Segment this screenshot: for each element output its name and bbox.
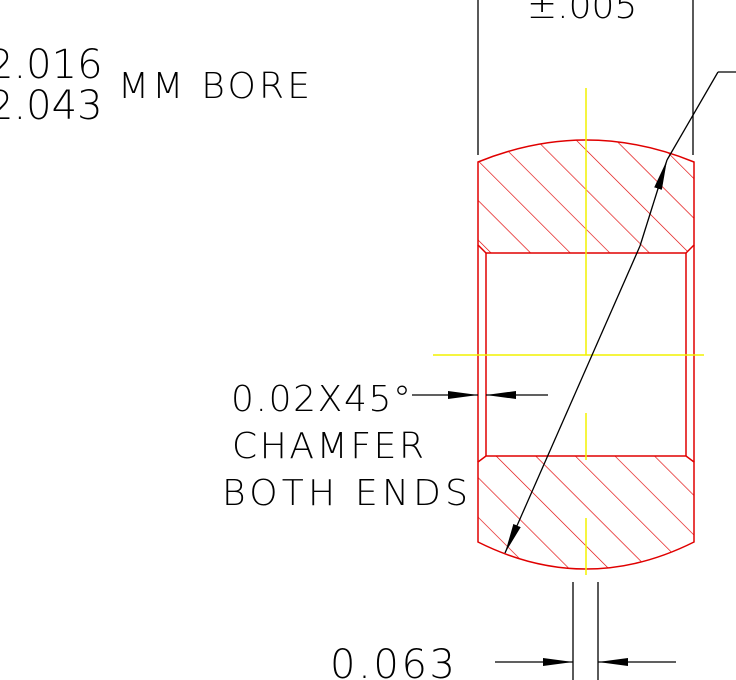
- centerlines: [433, 88, 704, 575]
- diameter-leader: [504, 71, 736, 554]
- bore-unit-label: MM BORE: [118, 66, 310, 107]
- both-ends-label: BOTH ENDS: [222, 473, 468, 514]
- bore-upper-value: 2.016: [0, 42, 103, 88]
- width-dimension-label: 0.063: [330, 642, 455, 680]
- chamfer-size-label: 0.02X45°: [231, 379, 411, 420]
- extension-lines: [477, 0, 694, 680]
- tolerance-label: ±.005: [527, 0, 637, 27]
- bore-lower-value: 2.043: [0, 83, 103, 129]
- chamfer-label: CHAMFER: [232, 426, 424, 467]
- bottom-section-hatch: [477, 455, 695, 570]
